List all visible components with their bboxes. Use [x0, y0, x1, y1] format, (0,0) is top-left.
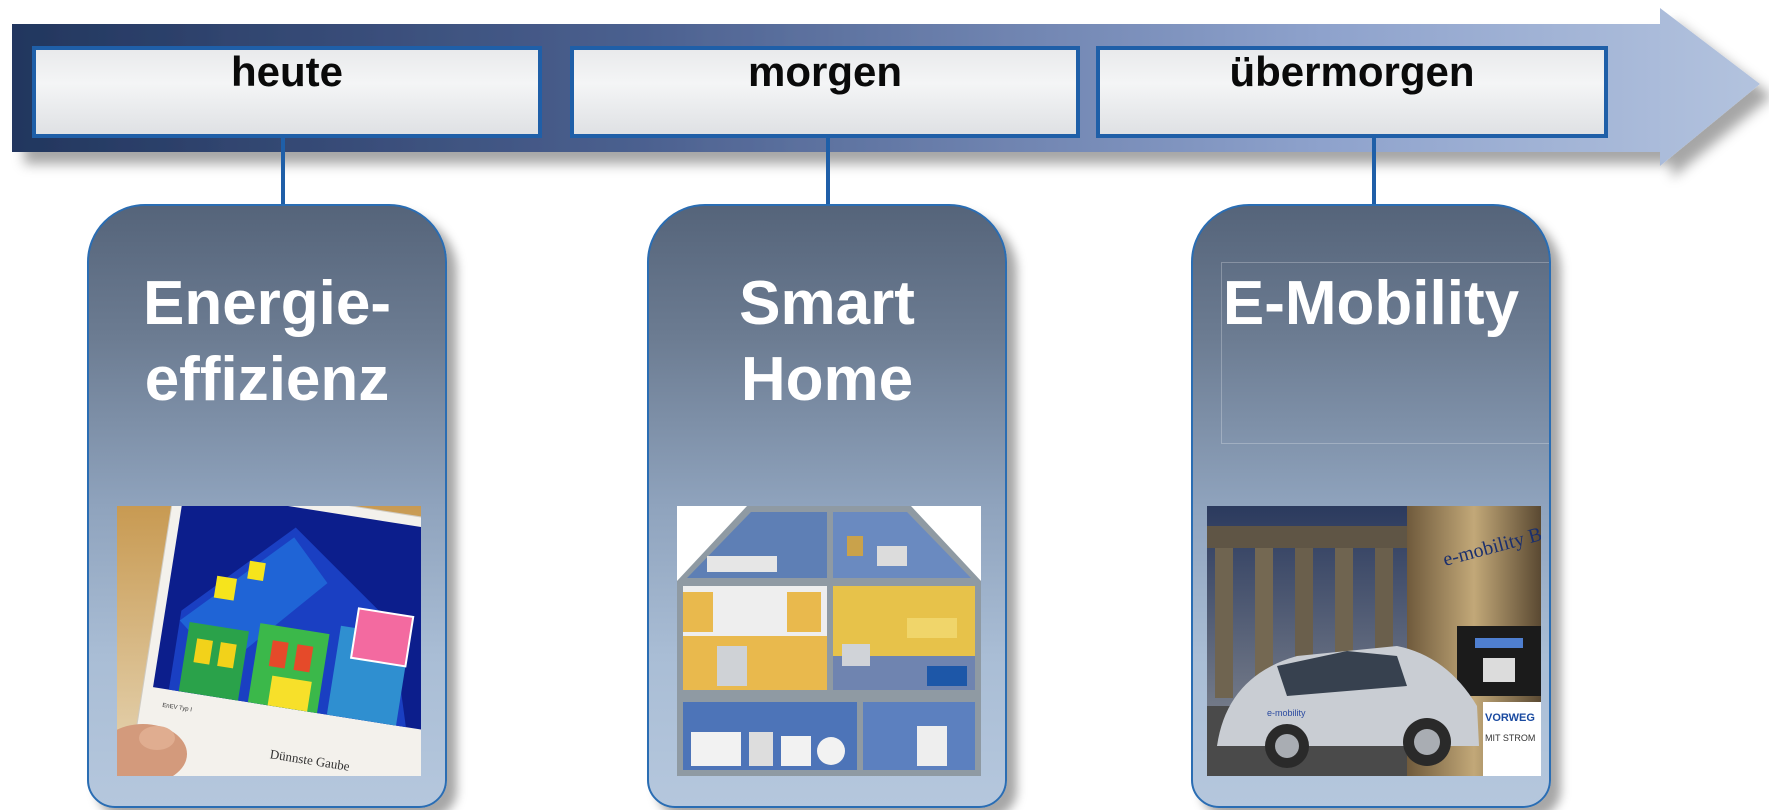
card-title-line: Smart [739, 269, 915, 338]
car-decal: e-mobility [1267, 708, 1306, 718]
card-e-mobility: E-Mobility [1191, 204, 1551, 808]
rwe-sign: VORWEG [1485, 712, 1535, 724]
card-smart-home: Smart Home [647, 204, 1007, 808]
thermal-small-label: EnEV Typ I [162, 703, 193, 714]
card-title-line: E-Mobility [1222, 269, 1520, 338]
card-title-line: Energie- [142, 269, 392, 338]
card-title-line: Home [740, 345, 914, 414]
thermal-house-photo: Dünnste Gaube EnEV Typ I [117, 506, 421, 776]
card-title-line: effizienz [144, 345, 390, 414]
card-energieeffizienz: Energie- effizienz [87, 204, 447, 808]
stage-box-heute: heute [32, 46, 542, 138]
smart-home-cutaway-illustration [677, 506, 981, 776]
card-title: Energie- effizienz [89, 266, 445, 418]
title-frame [1221, 262, 1549, 444]
connector-line [826, 138, 830, 204]
stage-label: heute [230, 48, 343, 95]
card-title: Smart Home [649, 266, 1005, 418]
stage-label: morgen [747, 48, 902, 95]
stage-box-uebermorgen: übermorgen [1096, 46, 1608, 138]
electric-car-charging-station-photo: e-mobility Berlin VORWEG MIT STROM e-mob… [1207, 506, 1541, 776]
stage-box-morgen: morgen [570, 46, 1080, 138]
connector-line [1372, 138, 1376, 204]
rwe-sub: MIT STROM [1485, 733, 1535, 743]
connector-line [281, 138, 285, 204]
card-title: E-Mobility [1193, 266, 1549, 342]
stage-label: übermorgen [1229, 48, 1475, 95]
